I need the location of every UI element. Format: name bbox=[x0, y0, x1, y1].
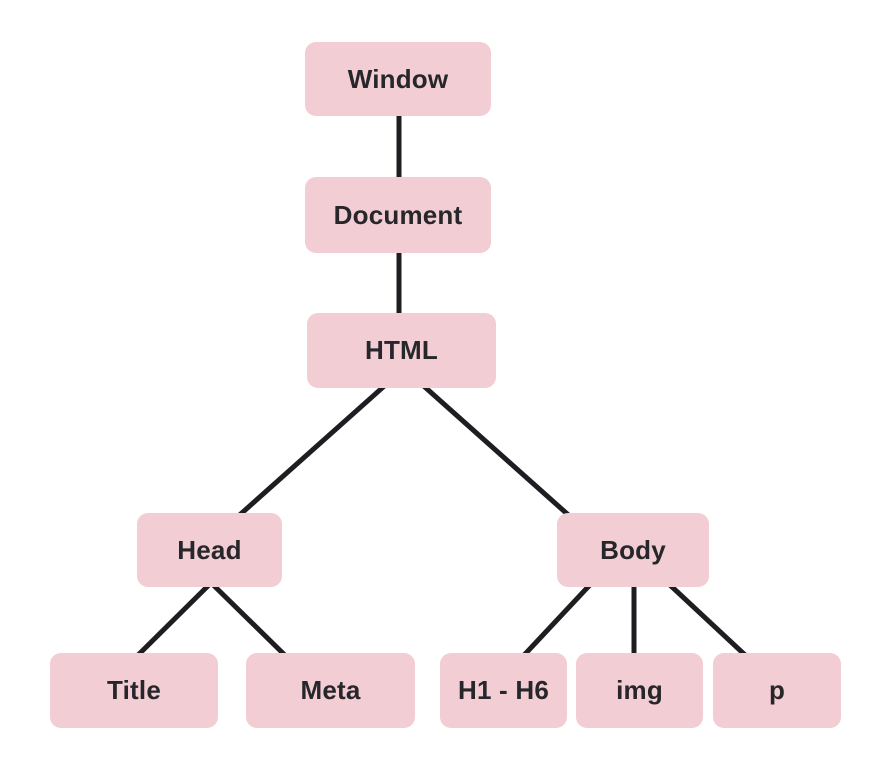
tree-node-label-meta: Meta bbox=[300, 675, 361, 705]
tree-node-label-img: img bbox=[616, 675, 663, 705]
tree-node-head: Head bbox=[137, 513, 282, 587]
edge-head-to-meta bbox=[198, 570, 300, 670]
tree-node-window: Window bbox=[305, 42, 491, 116]
tree-node-label-html: HTML bbox=[365, 335, 438, 365]
edge-head-to-title bbox=[123, 570, 224, 670]
tree-node-label-title: Title bbox=[107, 675, 161, 705]
tree-node-label-window: Window bbox=[347, 63, 449, 94]
tree-node-body: Body bbox=[557, 513, 709, 587]
tree-node-title: Title bbox=[50, 653, 218, 728]
tree-node-document: Document bbox=[305, 177, 491, 253]
edge-html-to-body bbox=[406, 370, 585, 530]
tree-node-label-body: Body bbox=[600, 534, 666, 565]
edge-body-to-h1-h6 bbox=[510, 570, 604, 670]
tree-node-label-document: Document bbox=[333, 199, 463, 230]
tree-node-img: img bbox=[576, 653, 703, 728]
edge-html-to-head bbox=[223, 370, 402, 530]
tree-node-html: HTML bbox=[307, 313, 496, 388]
tree-node-label-head: Head bbox=[177, 534, 242, 565]
edge-body-to-p bbox=[654, 570, 761, 670]
tree-node-h1-h6: H1 - H6 bbox=[440, 653, 567, 728]
tree-node-p: p bbox=[713, 653, 841, 728]
tree-node-label-h1-h6: H1 - H6 bbox=[458, 675, 549, 705]
tree-node-meta: Meta bbox=[246, 653, 415, 728]
tree-node-label-p: p bbox=[768, 675, 786, 705]
